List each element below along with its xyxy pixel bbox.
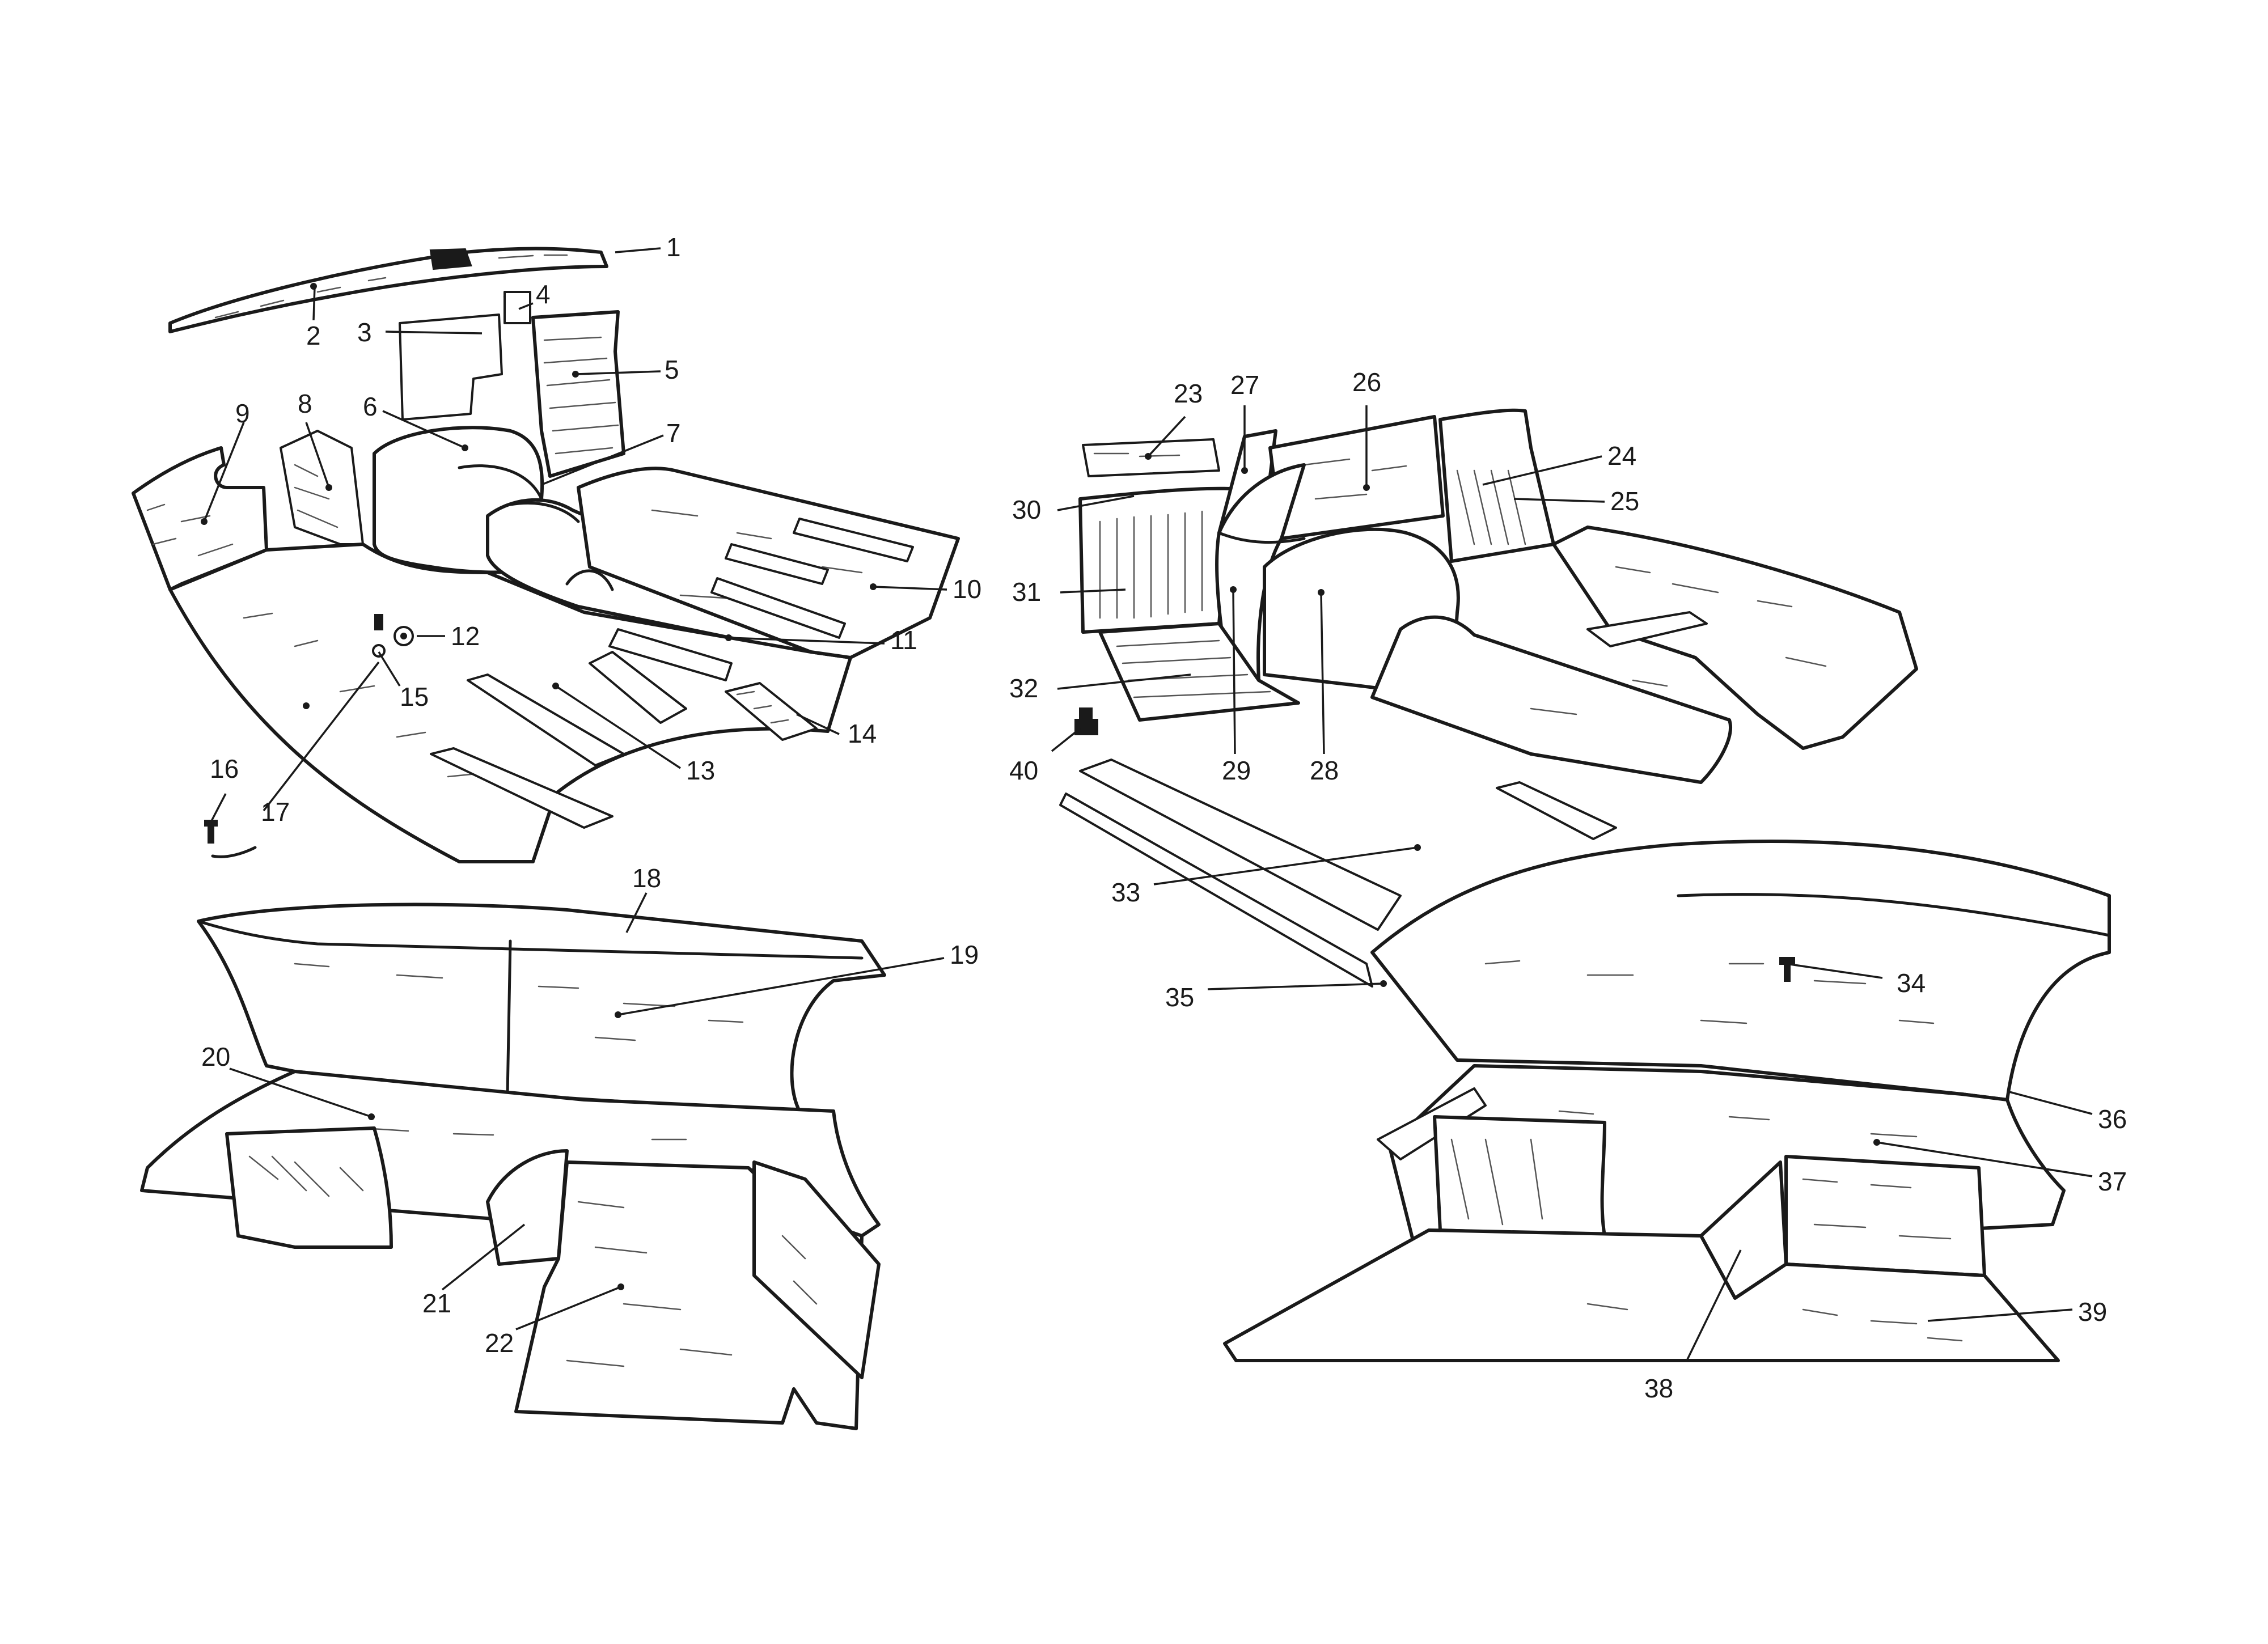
callout-9: 9 — [235, 399, 250, 428]
rear-floor-panel-center — [1586, 611, 1708, 647]
callout-16: 16 — [210, 754, 239, 783]
sill-strip-33 — [1079, 759, 1402, 931]
callout-3: 3 — [357, 317, 372, 347]
rear-floor-base-39 — [1223, 1228, 2060, 1362]
callout-leaders — [203, 247, 2093, 1361]
callout-26: 26 — [1352, 367, 1381, 397]
stud-15 — [374, 614, 383, 630]
callout-14: 14 — [848, 719, 877, 748]
bulkhead-panel — [531, 310, 625, 478]
seat-back-assembly-left — [140, 902, 886, 1430]
callout-7: 7 — [666, 418, 681, 448]
side-pocket-24 — [1438, 408, 1555, 563]
callout-21: 21 — [422, 1289, 451, 1318]
floor-strip-10-b — [725, 543, 829, 585]
floor-strip-mid-13 — [589, 651, 687, 724]
callout-6: 6 — [363, 392, 378, 421]
callout-17: 17 — [261, 797, 290, 827]
floor-strip-sill-left — [608, 628, 733, 681]
callout-33: 33 — [1111, 878, 1140, 907]
callout-32: 32 — [1009, 673, 1038, 703]
callout-28: 28 — [1310, 756, 1339, 785]
callout-39: 39 — [2078, 1297, 2107, 1327]
callout-22: 22 — [485, 1328, 514, 1358]
callout-29: 29 — [1222, 756, 1251, 785]
callout-31: 31 — [1012, 577, 1041, 607]
callout-8: 8 — [298, 389, 312, 418]
ribbed-panel-30 — [1078, 486, 1232, 634]
floor-strip-10-a — [793, 518, 914, 562]
callout-25: 25 — [1610, 486, 1639, 516]
callout-37: 37 — [2098, 1167, 2127, 1196]
washer-15 — [372, 644, 386, 658]
callout-11: 11 — [890, 625, 917, 655]
trim-fastener-cluster — [429, 248, 472, 270]
callout-10: 10 — [953, 574, 981, 604]
callout-1: 1 — [666, 232, 681, 262]
kick-panel-left — [132, 446, 268, 591]
callout-12: 12 — [451, 621, 480, 651]
callout-34: 34 — [1897, 968, 1926, 998]
floor-strip-front — [430, 747, 613, 829]
seat-back-insert-21 — [486, 1149, 569, 1266]
leader-dots — [201, 283, 1880, 1290]
callout-2: 2 — [306, 321, 321, 350]
callout-5: 5 — [665, 355, 679, 384]
screw-16 — [204, 820, 218, 844]
callout-40: 40 — [1009, 756, 1038, 785]
clip-17 — [211, 846, 257, 858]
clip-part-4-base — [503, 291, 531, 324]
callout-27: 27 — [1230, 370, 1259, 400]
rear-floor-assembly — [1059, 408, 1918, 988]
callout-30: 30 — [1012, 495, 1041, 524]
callout-18: 18 — [632, 863, 661, 893]
sill-strip-right — [1496, 781, 1617, 840]
seat-back-insert-left — [225, 1126, 393, 1249]
front-floor-assembly — [132, 247, 960, 863]
callout-38: 38 — [1644, 1374, 1673, 1403]
callout-19: 19 — [950, 940, 979, 969]
rear-floor-tunnel — [1370, 615, 1732, 784]
callout-15: 15 — [400, 682, 429, 711]
seat-back-assembly-right — [1223, 840, 2111, 1362]
clip-40 — [1074, 707, 1098, 735]
callout-labels: 1 2 3 4 5 6 7 8 9 10 11 12 13 14 15 16 1… — [201, 232, 2127, 1403]
callout-4: 4 — [536, 279, 551, 309]
seat-back-top-18 — [197, 902, 886, 1113]
seat-back-side-wing — [752, 1160, 881, 1379]
dash-top-trim — [168, 247, 608, 333]
sill-strip-35 — [1059, 793, 1373, 988]
callout-23: 23 — [1174, 379, 1203, 408]
wheel-arch-29 — [1215, 463, 1306, 688]
seat-back-insert-right-b — [1784, 1155, 1986, 1277]
callout-13: 13 — [686, 756, 715, 785]
rear-floor-carpet — [1552, 526, 1918, 750]
seat-back-top-right — [1370, 840, 2111, 1101]
callout-36: 36 — [2098, 1104, 2127, 1134]
seat-back-flap-left — [1377, 1087, 1487, 1160]
footwell-side-panel — [280, 430, 364, 545]
heel-plate — [725, 682, 818, 741]
tunnel-front-panel — [399, 313, 503, 421]
callout-24: 24 — [1607, 441, 1636, 471]
snap-fastener-12-center — [400, 633, 407, 639]
floor-strip-rear — [467, 673, 625, 766]
callout-35: 35 — [1165, 982, 1194, 1012]
floor-strip-11 — [710, 577, 846, 639]
floor-mat-32 — [1098, 622, 1300, 722]
callout-20: 20 — [201, 1042, 230, 1071]
